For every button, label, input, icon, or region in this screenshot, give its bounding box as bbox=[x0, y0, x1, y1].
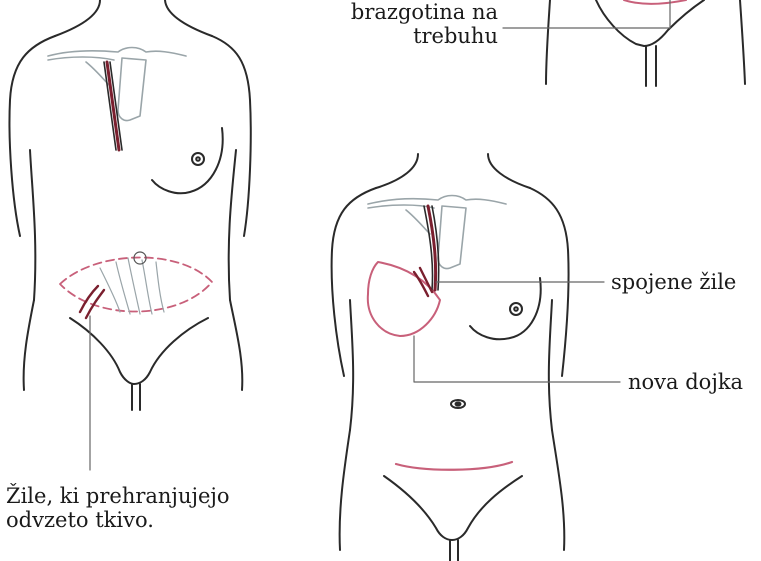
right-torso bbox=[332, 154, 569, 561]
abdominal-flap bbox=[60, 252, 212, 318]
chest-vessel bbox=[104, 62, 122, 150]
label-abdomen-scar: brazgotina na trebuhu bbox=[340, 0, 498, 48]
label-new-breast: nova dojka bbox=[628, 370, 743, 394]
label-feeding-vessels-line2: odvzeto tkivo. bbox=[6, 508, 230, 532]
label-joined-vessels: spojene žile bbox=[611, 270, 736, 294]
label-feeding-vessels: Žile, ki prehranjujejo odvzeto tkivo. bbox=[6, 484, 230, 532]
leader-new-breast bbox=[414, 336, 620, 382]
new-breast-flap bbox=[368, 206, 440, 336]
top-right-torso bbox=[546, 0, 745, 86]
label-abdomen-scar-line2: trebuhu bbox=[340, 24, 498, 48]
label-abdomen-scar-line1: brazgotina na bbox=[340, 0, 498, 24]
label-feeding-vessels-line1: Žile, ki prehranjujejo bbox=[6, 484, 230, 508]
left-torso bbox=[9, 0, 250, 410]
